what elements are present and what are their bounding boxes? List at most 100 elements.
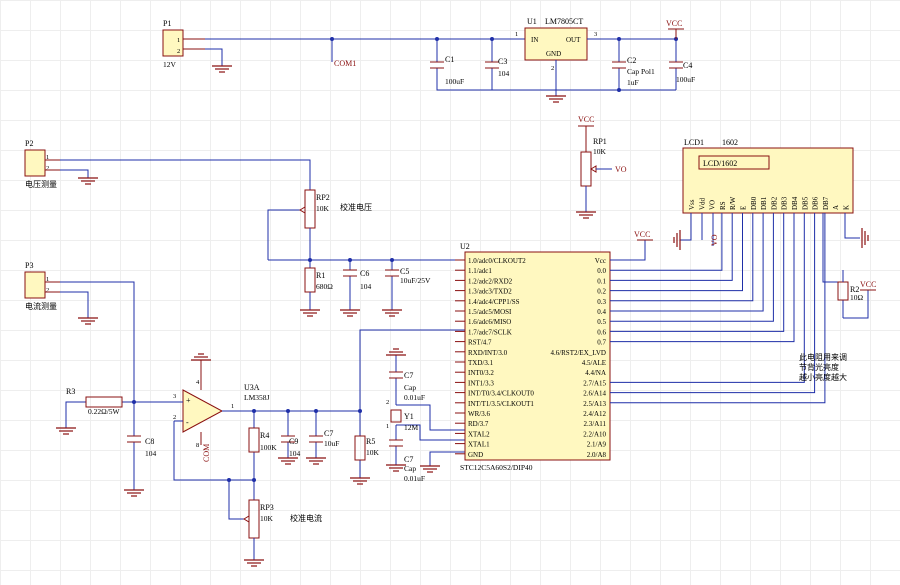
mcu-body	[464, 251, 611, 461]
p2-pin2: 2	[46, 165, 49, 172]
lcd-pin-label: E	[740, 206, 748, 210]
xtal-cap-top-name: Cap	[404, 383, 416, 392]
mcu-left-pin-label: XTAL2	[468, 430, 490, 438]
mcu-left-pin-label: RD/3.7	[468, 420, 489, 428]
rp2-note: 校准电压	[340, 202, 372, 212]
u1-pin1: 1	[515, 31, 518, 38]
rp1-potentiometer	[580, 151, 592, 187]
backlight-note-2: 节背光亮度	[799, 362, 839, 372]
c2-capacitor	[612, 61, 626, 69]
r3-ref: R3	[66, 387, 75, 396]
lcd-data-wire	[610, 213, 805, 383]
p2-ref: P2	[25, 139, 33, 148]
p3-connector	[24, 271, 46, 299]
lcd-pin-label: Vdd	[698, 197, 706, 210]
r4-value: 100K	[260, 443, 277, 452]
mcu-right-pin-label: 4.4/NA	[585, 369, 606, 377]
u1-in: IN	[531, 36, 538, 44]
mcu-left-pin-label: 1.1/adc1	[468, 267, 492, 275]
u1-value: LM7805CT	[545, 17, 583, 26]
c3-capacitor	[485, 61, 499, 69]
ground-icon	[386, 464, 406, 472]
contrast-section: VCC RP1 10K VO	[576, 115, 627, 219]
c7-capacitor	[309, 435, 323, 443]
u1-pin2: 2	[551, 65, 554, 72]
power-section: P1 12V 1 2 COM1 C1 100uF C3 104 U1 LM780…	[162, 17, 695, 103]
y1-ref: Y1	[404, 412, 414, 421]
lcd-pin-label: DB0	[750, 196, 758, 210]
c1-ref: C1	[445, 55, 454, 64]
ground-icon	[212, 65, 232, 73]
u1-pin3: 3	[594, 31, 597, 38]
c6-capacitor	[343, 269, 357, 277]
ground-icon	[56, 427, 76, 435]
mcu-right-pin-label: 2.5/A13	[583, 400, 606, 408]
ground-icon	[576, 211, 596, 219]
lcd-inner-label-box	[698, 155, 770, 170]
ground-icon	[382, 309, 402, 317]
lcd-pin-label: K	[843, 205, 851, 210]
ground-icon	[420, 465, 440, 473]
c8-ref: C8	[145, 437, 154, 446]
r2-ref: R2	[850, 285, 859, 294]
r1-value: 680Ω	[316, 282, 333, 291]
mcu-right-pin-label: 0.4	[597, 308, 606, 316]
mcu-right-pin-label: 2.4/A12	[583, 410, 606, 418]
c9-ref: C9	[289, 437, 298, 446]
rp2-ref: RP2	[316, 193, 330, 202]
lcd-pin-label: DB5	[801, 196, 809, 210]
rp3-value: 10K	[260, 514, 274, 523]
opamp-plus: +	[186, 396, 191, 405]
rp1-value: 10K	[593, 147, 607, 156]
c9-value: 104	[289, 449, 301, 458]
lcd-pin-label: Vss	[688, 199, 696, 210]
mcu-right-pin-label: 0.1	[597, 277, 606, 285]
c8-value: 104	[145, 449, 157, 458]
c9-capacitor	[281, 435, 295, 443]
c1-capacitor	[430, 61, 444, 69]
mcu-right-pin-label: 0.3	[597, 298, 606, 306]
mcu-u2: U2 STC12C5A60S2/DIP40 1.0/adc0/CLKOUT2 1.…	[455, 230, 653, 472]
c7-cap-bottom	[389, 439, 403, 447]
y1-pin2: 2	[386, 399, 389, 406]
mcu-right-pin-label: 2.1/A9	[587, 441, 607, 449]
lcd-data-wire	[610, 213, 795, 343]
c1-value: 100uF	[445, 77, 464, 86]
mcu-right-pin-label: 4.5/ALE	[582, 359, 606, 367]
r2-value: 10Ω	[850, 293, 864, 302]
u3a-pin8: 8	[196, 442, 199, 449]
r2-vcc-net: VCC	[860, 280, 876, 289]
mcu-ref: U2	[460, 242, 470, 251]
r4-resistor	[248, 427, 260, 453]
c3-ref: C3	[498, 57, 507, 66]
ground-icon	[78, 177, 98, 185]
p3-ref: P3	[25, 261, 33, 270]
c7-value: 10uF	[324, 439, 339, 448]
mcu-right-pin-label: 2.7/A15	[583, 379, 606, 387]
mcu-left-pin-label: 1.0/adc0/CLKOUT2	[468, 257, 526, 265]
lcd-body	[682, 147, 854, 214]
lcd-pin-label: RS	[719, 201, 727, 210]
lcd-data-wire	[610, 213, 723, 271]
y1-crystal	[390, 409, 402, 423]
mcu-left-pin-label: WR/3.6	[468, 410, 490, 418]
mcu-left-pin-label: TXD/3.1	[468, 359, 494, 367]
lcd-data-wire	[610, 213, 816, 394]
p3-pin1: 1	[46, 276, 49, 283]
mcu-left-pin-label: INT1/3.3	[468, 379, 494, 387]
mcu-left-pin-label: INT0/3.2	[468, 369, 494, 377]
ground-icon	[673, 230, 681, 250]
c5-ref: C5	[400, 267, 409, 276]
mcu-part: STC12C5A60S2/DIP40	[460, 463, 533, 472]
mcu-right-pin-labels: Vcc0.00.10.20.30.40.50.60.74.6/RST2/EX_L…	[550, 257, 606, 459]
p2-pin1: 1	[46, 154, 49, 161]
p1-ref: P1	[163, 19, 171, 28]
rp2-potentiometer	[304, 189, 316, 229]
lcd-pin-label: DB6	[812, 196, 820, 210]
u3a-pin1: 1	[231, 403, 234, 410]
mcu-left-pin-label: 1.5/adc5/MOSI	[468, 308, 512, 316]
p1-value: 12V	[163, 60, 177, 69]
